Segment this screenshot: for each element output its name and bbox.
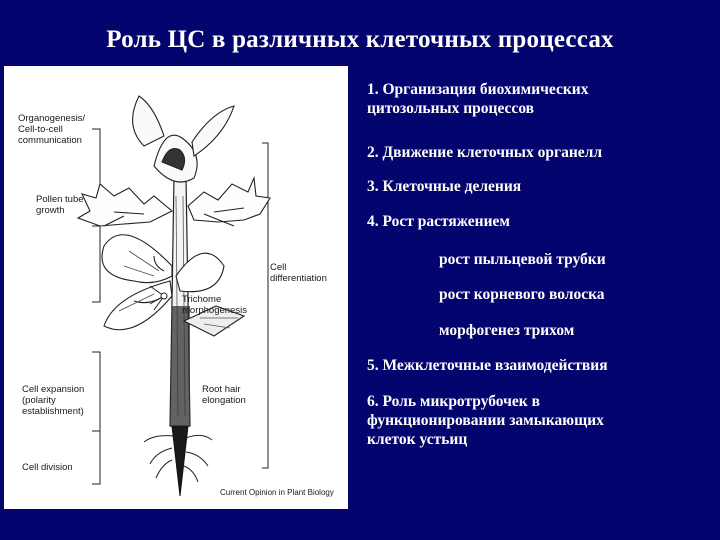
label-cell-expansion: Cell expansion (polarity establishment) — [22, 384, 85, 417]
leaves — [76, 175, 271, 227]
figure-source: Current Opinion in Plant Biology — [220, 488, 334, 497]
plant-stem — [169, 175, 191, 497]
label-root-hair: Root hair elongation — [202, 384, 246, 406]
shoot-apex — [132, 95, 235, 183]
list-subitem-trichome: морфогенез трихом — [439, 322, 575, 339]
pollen-bracket — [92, 220, 101, 303]
expansion-bracket — [92, 351, 101, 432]
label-organogenesis: Organogenesis/ Cell-to-cell communicatio… — [18, 113, 86, 146]
list-item-6: 6. Роль микротрубочек в функционировании… — [367, 393, 604, 448]
plant-figure: Organogenesis/ Cell-to-cell communicatio… — [4, 66, 348, 509]
slide-title: Роль ЦС в различных клеточных процессах — [106, 26, 614, 53]
list-item-1: 1. Организация биохимических цитозольных… — [367, 81, 589, 117]
label-cell-differentiation: Cell differentiation — [270, 262, 327, 284]
list-item-3: 3. Клеточные деления — [367, 178, 522, 195]
label-cell-division: Cell division — [22, 462, 73, 473]
plant-illustration — [76, 95, 271, 497]
list-item-4: 4. Рост растяжением — [367, 213, 510, 230]
list-item-5: 5. Межклеточные взаимодействия — [367, 357, 608, 374]
list-subitem-pollen: рост пыльцевой трубки — [439, 251, 606, 268]
flower — [101, 234, 246, 337]
organogenesis-bracket — [92, 128, 101, 227]
differentiation-bracket — [262, 142, 269, 469]
list-subitem-root-hair: рост корневого волоска — [439, 286, 605, 303]
root-hairs — [143, 434, 213, 483]
label-pollen-tube: Pollen tube growth — [36, 194, 84, 216]
list-item-2: 2. Движение клеточных органелл — [367, 144, 603, 161]
trichome — [149, 285, 168, 311]
label-trichome: Trichome morphogenesis — [182, 294, 247, 316]
division-bracket — [92, 430, 101, 485]
